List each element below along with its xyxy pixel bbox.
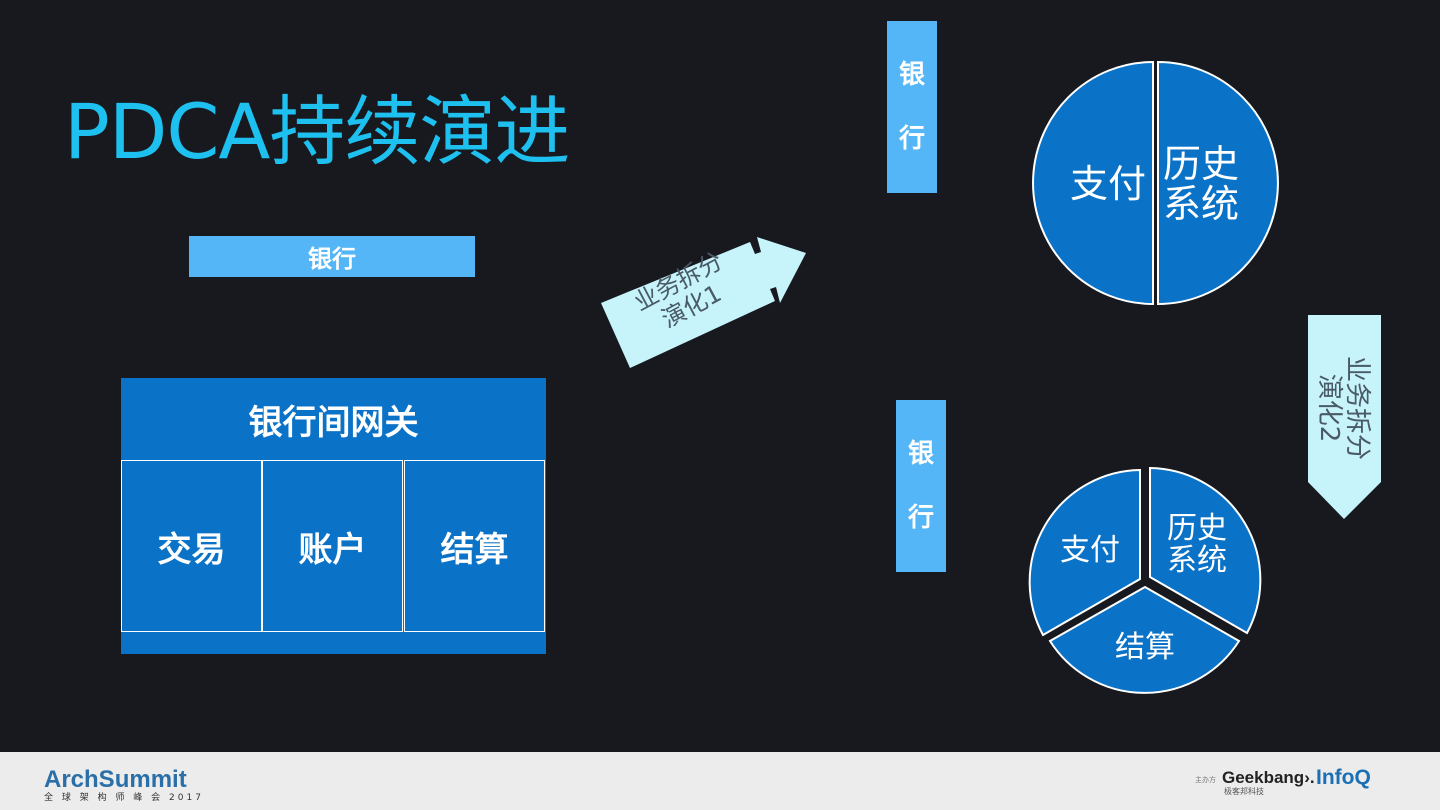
infoq-logo: InfoQ (1316, 766, 1371, 789)
bank-char-2: 行 (907, 503, 934, 533)
arrow2-label-line1: 业务拆分 (1342, 355, 1372, 460)
evolution-arrow-2 (1308, 315, 1381, 519)
circle1-label-payment: 支付 (1069, 162, 1146, 206)
circle1-left-half (1032, 60, 1154, 306)
circle2-label-legacy-line2: 系统 (1167, 543, 1227, 578)
gateway-cell-settlement: 结算 (404, 460, 545, 632)
circle1-label-legacy-line2: 系统 (1162, 182, 1239, 226)
arrow2-label: 业务拆分 演化2 (1314, 348, 1372, 468)
gateway-cell-account: 账户 (262, 460, 403, 632)
geekbang-logo: Geekbang›. (1222, 768, 1315, 787)
page-title: PDCA持续演进 (64, 87, 570, 176)
bank-char-1: 银 (907, 439, 934, 469)
circle2-label-payment: 支付 (1060, 533, 1120, 568)
circle2-sector-bottom (1048, 585, 1241, 694)
geekbang-subtitle: 极客邦科技 (1224, 787, 1264, 796)
circle2-label-settlement: 结算 (1115, 630, 1175, 665)
bank-box-vertical-1: 银 行 (887, 21, 937, 193)
arrow2-label-line2: 演化2 (1314, 373, 1344, 443)
circle2-sector-right (1149, 466, 1262, 635)
archsummit-subtitle: 全 球 架 构 师 峰 会 2017 (44, 793, 204, 803)
circle2-label-legacy: 历史 系统 (1164, 513, 1230, 577)
gateway-cell-trade: 交易 (121, 460, 262, 632)
circle1-right-half (1157, 60, 1279, 306)
bank-char-1: 银 (898, 60, 925, 90)
gateway-title: 银行间网关 (248, 402, 419, 443)
bank-box-vertical-2: 银 行 (896, 400, 946, 572)
bank-char-2: 行 (898, 124, 925, 154)
circle2-label-legacy-line1: 历史 (1167, 511, 1227, 546)
footer-bar (0, 752, 1440, 810)
evolution-arrow-1 (601, 237, 806, 368)
bank-box-top: 银行 (189, 236, 475, 277)
diagram-shapes (601, 60, 1381, 694)
circle2-sector-left (1028, 468, 1141, 637)
circle1-label-legacy-line1: 历史 (1162, 142, 1239, 186)
host-label: 主办方 (1195, 776, 1216, 784)
archsummit-logo: ArchSummit (44, 766, 187, 793)
interbank-gateway-box: 银行间网关 交易 账户 结算 (121, 378, 546, 654)
circle1-label-legacy: 历史 系统 (1160, 144, 1242, 224)
